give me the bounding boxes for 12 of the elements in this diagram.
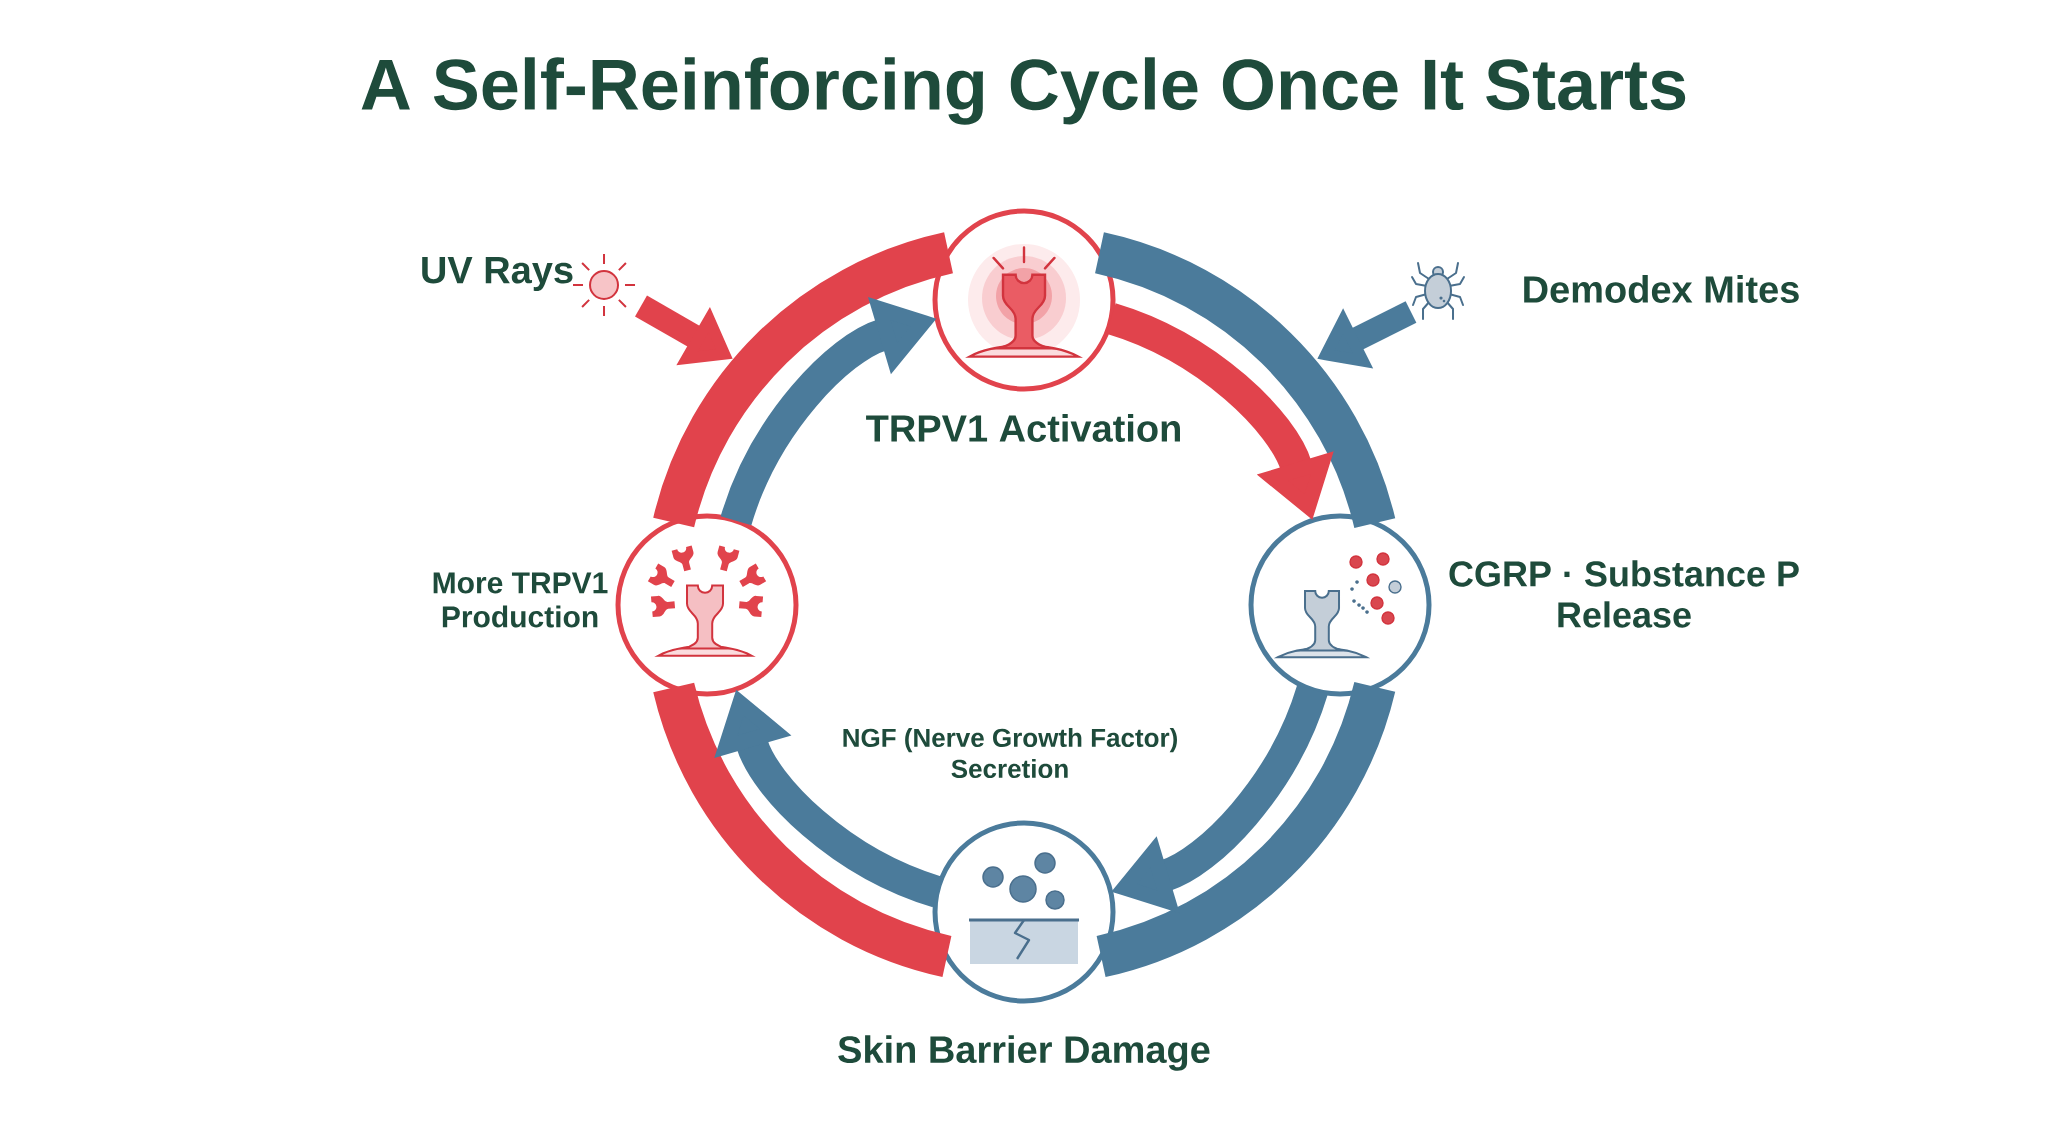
node-label: UV Rays [422, 257, 573, 291]
curved-band [1094, 232, 1395, 529]
curved-band [653, 232, 954, 529]
title: A Self-Reinforcing Cycle Once It Starts [361, 57, 1686, 125]
node-label: More TRPV1 Production [433, 572, 608, 628]
node-label: Skin Barrier Damage [838, 1035, 1210, 1071]
curved-band [653, 681, 953, 977]
edge-label: NGF (Nerve Growth Factor) Secretion [843, 727, 1177, 779]
node-label: CGRP · Substance P Release [1449, 560, 1799, 628]
node-label: TRPV1 Activation [866, 414, 1180, 442]
curved-band [1095, 681, 1395, 977]
node-label: Demodex Mites [1524, 275, 1799, 303]
